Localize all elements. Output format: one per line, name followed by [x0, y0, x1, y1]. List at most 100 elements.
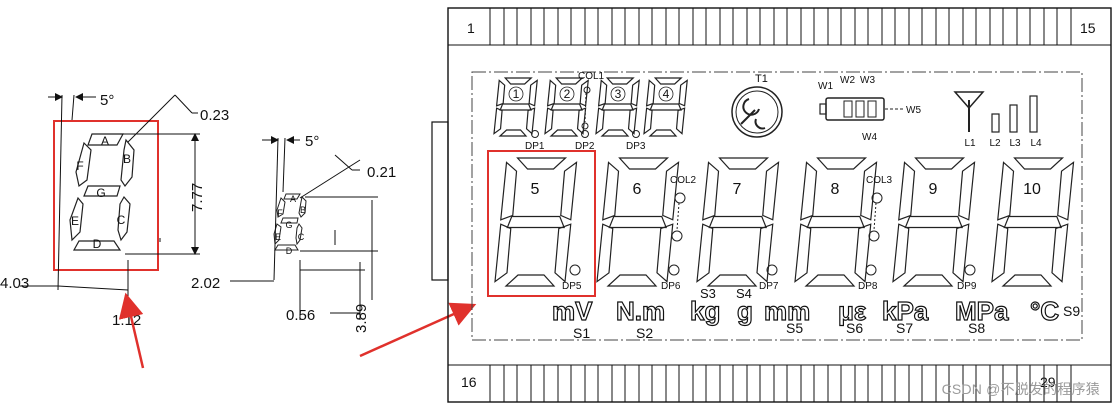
- unit-label: N.m: [616, 296, 665, 326]
- small-segment-label: D: [286, 246, 293, 256]
- top-pin: [732, 7, 748, 46]
- pin-label: 16: [461, 374, 477, 390]
- decimal-point: [531, 130, 539, 138]
- segment: [653, 77, 683, 85]
- segment: [794, 223, 812, 283]
- unit-symbol-label: S2: [636, 325, 653, 341]
- unit-label: με: [838, 296, 866, 326]
- segment: [596, 223, 614, 283]
- segment: [952, 223, 970, 283]
- unit-symbol-label: S1: [573, 325, 590, 341]
- segment: [1051, 223, 1069, 283]
- big-segment-label: F: [76, 159, 83, 173]
- bottom-pin: [732, 364, 748, 403]
- top-pin: [975, 7, 991, 46]
- top-pin: [651, 7, 667, 46]
- red-arrows: [118, 292, 477, 369]
- small-digit-ring: [559, 86, 575, 102]
- top-pin: [786, 7, 802, 46]
- big-digit-highlight-box: [53, 120, 159, 271]
- segment: [606, 274, 658, 287]
- small-digit: [643, 77, 688, 137]
- top-pin: [1056, 7, 1072, 46]
- segment: [762, 161, 780, 221]
- dp-label: DP1: [525, 141, 545, 152]
- segment: [1003, 215, 1063, 229]
- unit-label: MPa: [955, 296, 1009, 326]
- small-digit-number: 3: [615, 87, 622, 101]
- top-pin: [813, 7, 829, 46]
- unit-symbol-label: S5: [786, 320, 803, 336]
- unit-symbol-label: S6: [846, 320, 863, 336]
- big-digit: [494, 157, 578, 287]
- segment: [554, 77, 584, 85]
- segment: [702, 161, 720, 221]
- bottom-pin: [597, 364, 613, 403]
- segment: [708, 215, 768, 229]
- segment: [662, 161, 680, 221]
- small-digit-dimension-labels: 5° 0.21 2.02 3.89 0.56: [191, 133, 396, 333]
- segment: [630, 79, 640, 107]
- battery-label: W4: [862, 132, 877, 143]
- segment: [546, 79, 557, 107]
- decimal-point: [964, 264, 976, 276]
- segment: [800, 161, 818, 221]
- segment: [627, 107, 638, 135]
- top-pin: [894, 7, 910, 46]
- decimal-point: [569, 264, 581, 276]
- bottom-pin: [651, 364, 667, 403]
- big-digit-dimension-labels: 5° 0.23 7.77 4.03 1.12: [0, 92, 229, 329]
- segment: [500, 161, 518, 221]
- segment: [506, 215, 566, 229]
- top-pin: [597, 7, 613, 46]
- segment: [498, 129, 528, 137]
- small-width-label: 2.02: [191, 275, 220, 292]
- unit-label: mV: [552, 296, 593, 326]
- segment: [549, 129, 579, 137]
- dp-label: DP3: [626, 141, 646, 152]
- battery-label: W3: [860, 75, 875, 86]
- small-digit-ring: [610, 86, 626, 102]
- segment: [602, 161, 620, 221]
- small-stroke-width-label: 0.21: [367, 164, 396, 181]
- pin-label: 29: [1040, 374, 1056, 390]
- segment: [806, 215, 866, 229]
- top-pin: [948, 7, 964, 46]
- top-pin: [1002, 7, 1018, 46]
- big-digit: [991, 157, 1075, 287]
- segment: [525, 107, 536, 135]
- decimal-point: [632, 130, 640, 138]
- battery-label: W2: [840, 75, 855, 86]
- segment: [696, 223, 714, 283]
- decimal-point: [865, 264, 877, 276]
- segment: [499, 103, 532, 111]
- big-digit-labels: A F B G E C D: [71, 134, 131, 251]
- small-digit-number: 2: [564, 87, 571, 101]
- big-digit-number: 9: [929, 181, 938, 198]
- unit-label: mm: [764, 296, 810, 326]
- top-pin: [624, 7, 640, 46]
- bottom-pin: [1002, 364, 1018, 403]
- segment: [576, 107, 587, 135]
- segment: [649, 103, 682, 111]
- segment: [854, 223, 872, 283]
- bottom-pin: [759, 364, 775, 403]
- small-digit-ring: [508, 86, 524, 102]
- small-digit-segments: [273, 193, 307, 251]
- segment: [898, 161, 916, 221]
- segment: [608, 215, 668, 229]
- big-digit-number: 7: [733, 181, 742, 198]
- decimal-point: [766, 264, 778, 276]
- top-pin: [867, 7, 883, 46]
- big-digit-segments: [69, 133, 135, 251]
- top-pin-row: [489, 7, 1072, 46]
- segment: [656, 223, 674, 283]
- small-segment-label: A: [290, 194, 296, 204]
- unit-symbol-label: S7: [896, 320, 913, 336]
- segment: [554, 223, 572, 283]
- colon-markers: [581, 86, 883, 242]
